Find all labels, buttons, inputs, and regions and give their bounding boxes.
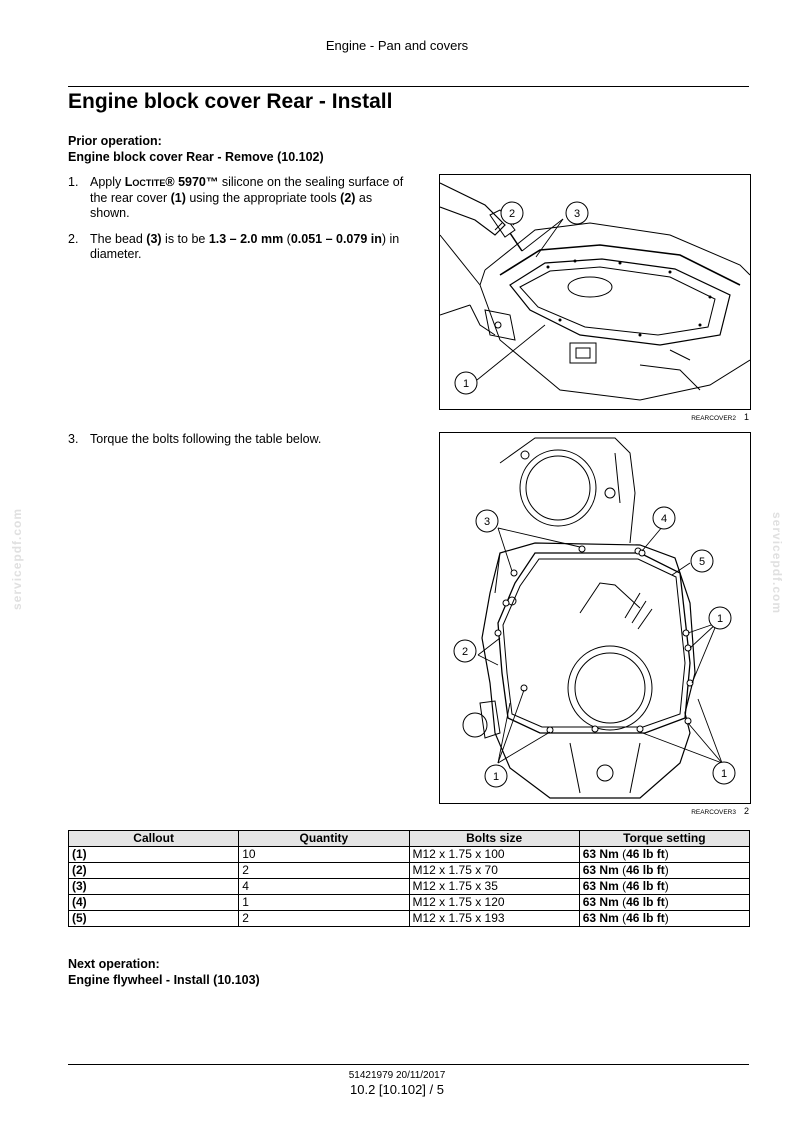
cell-bolts-size: M12 x 1.75 x 100 (408, 846, 580, 863)
cell-torque: 63 Nm (46 lb ft) (578, 894, 751, 911)
callout-3: 3 (484, 516, 490, 528)
figure-2-rear-cover-bolts: 3 4 5 2 1 1 1 (439, 432, 751, 804)
callout-1-bottom-right: 1 (721, 768, 727, 780)
footer-page-number: 10.2 [10.102] / 5 (350, 1082, 444, 1097)
step-3: 3. Torque the bolts following the table … (68, 432, 322, 446)
callout-4: 4 (661, 513, 667, 525)
cell-callout: (4) (67, 894, 240, 911)
cell-quantity: 2 (238, 910, 410, 927)
header-callout: Callout (67, 830, 240, 847)
cell-bolts-size: M12 x 1.75 x 193 (408, 910, 580, 927)
figure-2-code: REARCOVER3 (691, 809, 736, 816)
cell-torque: 63 Nm (46 lb ft) (578, 862, 751, 879)
table-row: (3) 4 M12 x 1.75 x 35 63 Nm (46 lb ft) (67, 878, 751, 895)
cell-quantity: 1 (238, 894, 410, 911)
callout-1-right: 1 (717, 613, 723, 625)
table-row: (4) 1 M12 x 1.75 x 120 63 Nm (46 lb ft) (67, 894, 751, 911)
callout-3: 3 (574, 208, 580, 220)
step-list-bottom: 3. Torque the bolts following the table … (68, 432, 413, 458)
prior-operation-link[interactable]: Engine block cover Rear - Remove (10.102… (68, 150, 324, 164)
callout-2: 2 (462, 646, 468, 658)
cell-callout: (1) (67, 846, 240, 863)
figure-1-number: 1 (743, 412, 749, 422)
cell-bolts-size: M12 x 1.75 x 120 (408, 894, 580, 911)
footer-rule (68, 1064, 749, 1065)
callout-1: 1 (463, 378, 469, 390)
table-row: (2) 2 M12 x 1.75 x 70 63 Nm (46 lb ft) (67, 862, 751, 879)
callout-5: 5 (699, 556, 705, 568)
figure-2-number: 2 (743, 806, 749, 816)
cell-torque: 63 Nm (46 lb ft) (578, 910, 751, 927)
prior-operation: Prior operation: Engine block cover Rear… (68, 133, 324, 165)
watermark-left: servicepdf.com (10, 507, 24, 610)
cell-torque: 63 Nm (46 lb ft) (578, 846, 751, 863)
table-header-row: Callout Quantity Bolts size Torque setti… (67, 830, 751, 847)
cell-quantity: 10 (238, 846, 410, 863)
header-quantity: Quantity (238, 830, 410, 847)
watermark-right: servicepdf.com (770, 512, 784, 615)
footer-doc-code: 51421979 20/11/2017 (348, 1070, 446, 1081)
table-row: (1) 10 M12 x 1.75 x 100 63 Nm (46 lb ft) (67, 846, 751, 863)
cell-bolts-size: M12 x 1.75 x 70 (408, 862, 580, 879)
cell-torque: 63 Nm (46 lb ft) (578, 878, 751, 895)
callout-1-bottom-left: 1 (493, 771, 499, 783)
cell-callout: (5) (67, 910, 240, 927)
step-2: 2. The bead (3) is to be 1.3 – 2.0 mm (0… (68, 231, 400, 262)
next-operation: Next operation: Engine flywheel - Instal… (68, 956, 260, 988)
figure-2-illustration: 3 4 5 2 1 1 1 (453, 437, 736, 799)
cell-callout: (3) (67, 878, 240, 895)
cell-callout: (2) (67, 862, 240, 879)
cell-quantity: 4 (238, 878, 410, 895)
page-title: Engine block cover Rear - Install (68, 90, 393, 113)
figure-1-illustration: 2 3 1 (439, 182, 751, 401)
figure-1-callouts: 2 3 1 (454, 201, 589, 395)
header-bolts-size: Bolts size (408, 830, 580, 847)
figure-1-code: REARCOVER2 (691, 415, 736, 422)
step-1: 1. Apply Loctite® 5970™ silicone on the … (68, 175, 404, 220)
product-name: Loctite® 5970™ (124, 175, 219, 189)
step-list-top: 1. Apply Loctite® 5970™ silicone on the … (68, 175, 413, 273)
header-torque-setting: Torque setting (578, 830, 751, 847)
running-header: Engine - Pan and covers (325, 38, 469, 53)
table-row: (5) 2 M12 x 1.75 x 193 63 Nm (46 lb ft) (67, 910, 751, 927)
figure-2-caption: REARCOVER3 2 (439, 806, 749, 816)
next-operation-label: Next operation: (68, 957, 160, 971)
header-rule (68, 86, 749, 87)
figure-1-rear-cover-sealant: 2 3 1 (439, 174, 751, 410)
figure-1-caption: REARCOVER2 1 (439, 412, 749, 422)
bolt-torque-table: Callout Quantity Bolts size Torque setti… (67, 830, 751, 927)
next-operation-link[interactable]: Engine flywheel - Install (10.103) (68, 973, 260, 987)
cell-bolts-size: M12 x 1.75 x 35 (408, 878, 580, 895)
callout-2: 2 (509, 208, 515, 220)
prior-operation-label: Prior operation: (68, 134, 162, 148)
cell-quantity: 2 (238, 862, 410, 879)
figure-2-callouts: 3 4 5 2 1 1 1 (453, 506, 736, 788)
